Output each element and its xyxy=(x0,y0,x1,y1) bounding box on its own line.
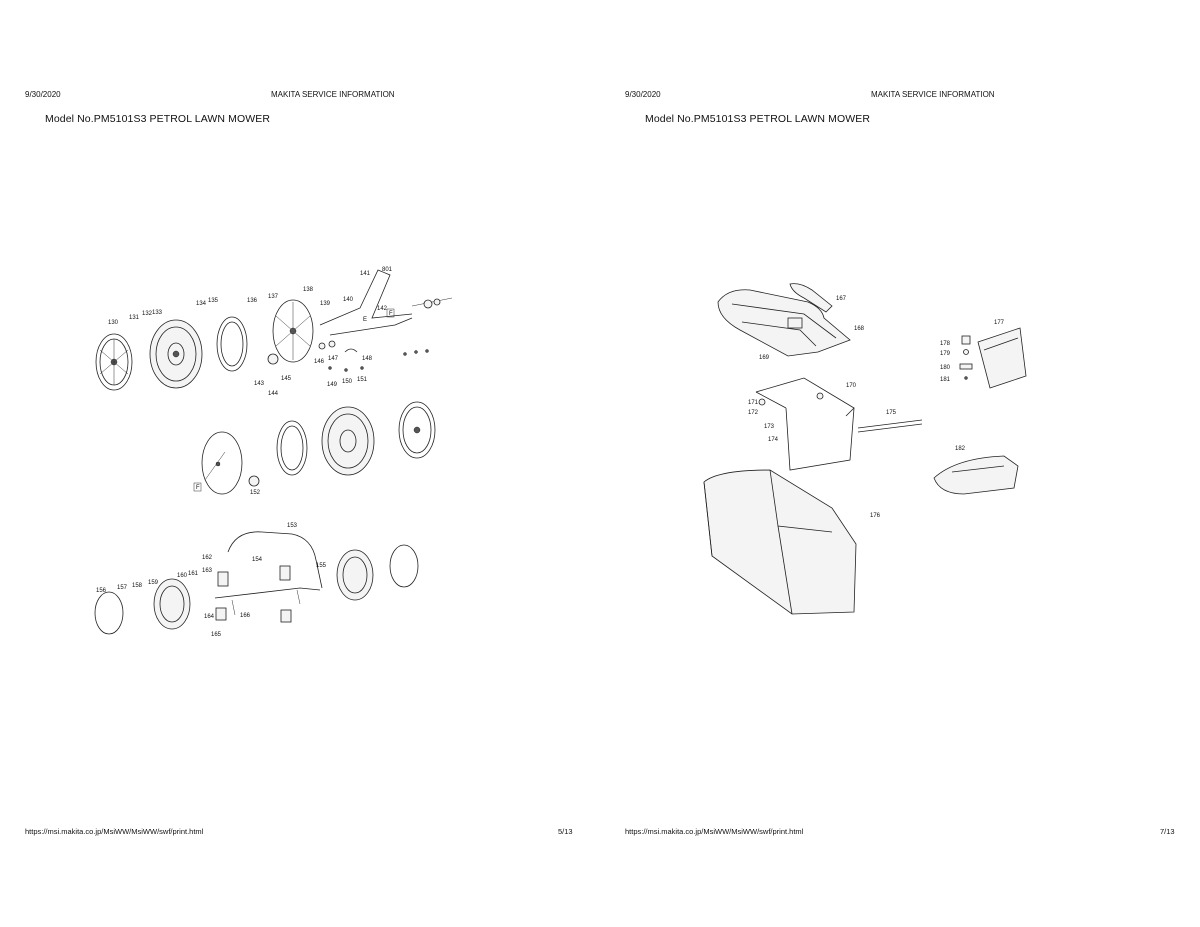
small-hardware xyxy=(318,340,429,372)
svg-text:152: 152 xyxy=(250,490,261,496)
svg-text:142: 142 xyxy=(377,306,388,312)
svg-text:175: 175 xyxy=(886,410,897,416)
svg-text:180: 180 xyxy=(940,365,951,371)
header-title: MAKITA SERVICE INFORMATION xyxy=(271,90,395,99)
svg-text:146: 146 xyxy=(314,359,325,365)
svg-text:132: 132 xyxy=(142,311,153,317)
front-wheel-cover xyxy=(201,431,243,495)
header-date: 9/30/2020 xyxy=(25,90,61,99)
svg-text:133: 133 xyxy=(152,310,163,316)
svg-text:168: 168 xyxy=(854,326,865,332)
svg-text:145: 145 xyxy=(281,376,292,382)
svg-text:171: 171 xyxy=(748,400,759,406)
svg-text:155: 155 xyxy=(316,563,327,569)
rear-tyre xyxy=(149,319,203,389)
document-page-right: 9/30/2020 MAKITA SERVICE INFORMATION Mod… xyxy=(600,0,1200,927)
height-adjust-lever xyxy=(319,269,453,336)
document-page-left: 9/30/2020 MAKITA SERVICE INFORMATION Mod… xyxy=(25,90,573,836)
rear-gear-ring xyxy=(216,316,248,372)
svg-text:150: 150 xyxy=(342,379,353,385)
deflector xyxy=(933,455,1019,495)
svg-text:156: 156 xyxy=(96,588,107,594)
svg-text:164: 164 xyxy=(204,614,215,620)
svg-text:130: 130 xyxy=(108,320,119,326)
svg-text:166: 166 xyxy=(240,613,251,619)
rear-hub-cap xyxy=(95,333,133,391)
svg-text:141: 141 xyxy=(360,271,371,277)
reference-markers: E F F xyxy=(193,308,395,492)
wheel-assembly-diagram: 130 131 132 133 134 135 136 137 138 139 … xyxy=(94,267,453,638)
svg-text:165: 165 xyxy=(211,632,222,638)
svg-text:F: F xyxy=(389,311,393,317)
svg-text:148: 148 xyxy=(362,356,373,362)
model-title: Model No.PM5101S3 PETROL LAWN MOWER xyxy=(645,113,871,125)
svg-text:158: 158 xyxy=(132,583,143,589)
rod xyxy=(857,419,923,429)
svg-text:E: E xyxy=(363,317,367,323)
latch-parts xyxy=(959,335,973,380)
svg-text:169: 169 xyxy=(759,355,770,361)
svg-text:182: 182 xyxy=(955,446,966,452)
svg-text:801: 801 xyxy=(382,267,393,273)
handle-grip xyxy=(789,283,833,313)
svg-text:154: 154 xyxy=(252,557,263,563)
svg-text:131: 131 xyxy=(129,315,140,321)
pinion-gear xyxy=(267,353,279,365)
grass-bag-diagram: 167 168 169 170 171 172 173 174 175 176 … xyxy=(703,283,1027,615)
rear-wheel-cover xyxy=(272,299,314,363)
svg-text:140: 140 xyxy=(343,297,354,303)
footer-url: https://msi.makita.co.jp/MsiWW/MsiWW/swf… xyxy=(25,827,204,836)
model-title: Model No.PM5101S3 PETROL LAWN MOWER xyxy=(45,113,271,125)
part-labels: 130 131 132 133 134 135 136 137 138 139 … xyxy=(96,267,393,638)
svg-text:163: 163 xyxy=(202,568,213,574)
bag-wire-frame xyxy=(755,377,855,471)
page-number: 5/13 xyxy=(558,827,573,836)
svg-text:F: F xyxy=(196,485,200,491)
header-date: 9/30/2020 xyxy=(625,90,661,99)
axle-brackets xyxy=(215,565,301,623)
svg-text:167: 167 xyxy=(836,296,847,302)
svg-text:135: 135 xyxy=(208,298,219,304)
svg-text:160: 160 xyxy=(177,573,188,579)
svg-text:138: 138 xyxy=(303,287,314,293)
svg-text:144: 144 xyxy=(268,391,279,397)
svg-text:151: 151 xyxy=(357,377,368,383)
svg-text:149: 149 xyxy=(327,382,338,388)
svg-text:134: 134 xyxy=(196,301,207,307)
svg-text:174: 174 xyxy=(768,437,779,443)
front-gear-ring xyxy=(276,420,308,476)
svg-text:147: 147 xyxy=(328,356,339,362)
part-labels: 167 168 169 170 171 172 173 174 175 176 … xyxy=(748,296,1005,519)
svg-text:159: 159 xyxy=(148,580,159,586)
front-tyre xyxy=(321,406,375,476)
svg-text:162: 162 xyxy=(202,555,213,561)
svg-text:153: 153 xyxy=(287,523,298,529)
bag-top-frame xyxy=(717,289,851,357)
svg-text:137: 137 xyxy=(268,294,279,300)
front-wheel-small xyxy=(94,544,419,635)
svg-text:170: 170 xyxy=(846,383,857,389)
svg-text:181: 181 xyxy=(940,377,951,383)
front-axle-handle xyxy=(214,531,323,599)
svg-text:143: 143 xyxy=(254,381,265,387)
rear-flap xyxy=(977,327,1027,389)
header-title: MAKITA SERVICE INFORMATION xyxy=(871,90,995,99)
svg-text:173: 173 xyxy=(764,424,775,430)
svg-text:136: 136 xyxy=(247,298,258,304)
svg-text:161: 161 xyxy=(188,571,199,577)
svg-text:139: 139 xyxy=(320,301,331,307)
footer-url: https://msi.makita.co.jp/MsiWW/MsiWW/swf… xyxy=(625,827,804,836)
svg-text:172: 172 xyxy=(748,410,759,416)
front-hub-cap xyxy=(398,401,436,459)
svg-text:177: 177 xyxy=(994,320,1005,326)
svg-text:179: 179 xyxy=(940,351,951,357)
svg-text:157: 157 xyxy=(117,585,128,591)
page-number: 7/13 xyxy=(1160,827,1175,836)
svg-text:178: 178 xyxy=(940,341,951,347)
svg-text:176: 176 xyxy=(870,513,881,519)
grass-bag xyxy=(703,469,857,615)
